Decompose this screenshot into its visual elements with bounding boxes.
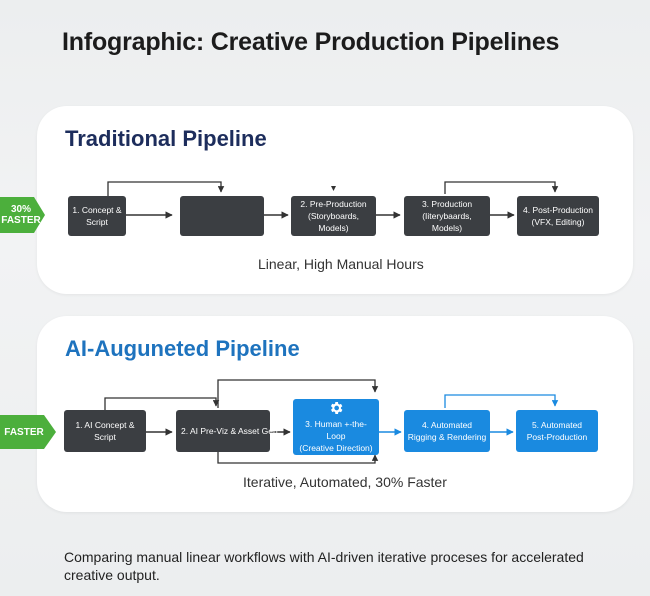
ai-loop-1 xyxy=(104,397,220,410)
trad-step-production: 3. Production (Iiterybaards, Models) xyxy=(404,196,490,236)
ai-step-label: 1. AI Concept & Script xyxy=(75,420,135,442)
trad-step-empty xyxy=(180,196,264,236)
footer-description: Comparing manual linear workflows with A… xyxy=(64,549,584,583)
ai-step-label: 3. Human +-the-Loop (Creative Direction) xyxy=(299,419,373,453)
traditional-caption: Linear, High Manual Hours xyxy=(258,256,424,272)
traditional-pipeline-title: Traditional Pipeline xyxy=(65,126,267,151)
ai-pipeline-title: AI-Auguneted Pipeline xyxy=(65,336,300,361)
page-title: Infographic: Creative Production Pipelin… xyxy=(62,28,560,56)
ai-step-rigging: 4. Automated Rigging & Rendering xyxy=(404,410,490,452)
ai-faster-badge: FASTER xyxy=(3,426,45,438)
ai-caption: Iterative, Automated, 30% Faster xyxy=(243,474,447,490)
ai-step-label: 4. Automated Rigging & Rendering xyxy=(407,420,487,442)
ai-step-concept: 1. AI Concept & Script xyxy=(64,410,146,452)
ai-badge-label: FASTER xyxy=(4,426,44,438)
ai-step-previz: 2. AI Pre-Viz & Asset Gen xyxy=(176,410,278,452)
trad-step-preproduction: 2. Pre-Production (Storyboards, Models) xyxy=(291,196,376,236)
trad-loop-2 xyxy=(444,181,559,194)
trad-small-marker xyxy=(331,186,336,191)
gear-icon xyxy=(330,402,343,414)
ai-step-label: 5. Automated Post-Production xyxy=(526,420,588,442)
traditional-badge-label: 30% FASTER xyxy=(1,204,41,226)
trad-step-label: 4. Post-Production (VFX, Editing) xyxy=(523,205,593,227)
ai-loop-2 xyxy=(217,379,379,408)
traditional-faster-badge-shape xyxy=(0,197,45,233)
trad-step-concept: 1. Concept & Script xyxy=(68,196,126,236)
ai-step-human-loop: 3. Human +-the-Loop (Creative Direction) xyxy=(293,399,379,455)
ai-step-label: 2. AI Pre-Viz & Asset Gen xyxy=(181,426,278,436)
ai-loop-4 xyxy=(444,394,559,408)
ai-step-postproduction: 5. Automated Post-Production xyxy=(516,410,598,452)
trad-loop-1 xyxy=(107,181,225,196)
ai-faster-badge-shape xyxy=(0,415,56,449)
ai-loop-3 xyxy=(217,452,379,464)
trad-step-postproduction: 4. Post-Production (VFX, Editing) xyxy=(517,196,599,236)
trad-step-label: 2. Pre-Production (Storyboards, Models) xyxy=(300,199,367,233)
trad-step-label: 1. Concept & Script xyxy=(72,205,122,227)
traditional-faster-badge: 30% FASTER xyxy=(1,201,41,229)
trad-step-label: 3. Production (Iiterybaards, Models) xyxy=(421,199,473,233)
